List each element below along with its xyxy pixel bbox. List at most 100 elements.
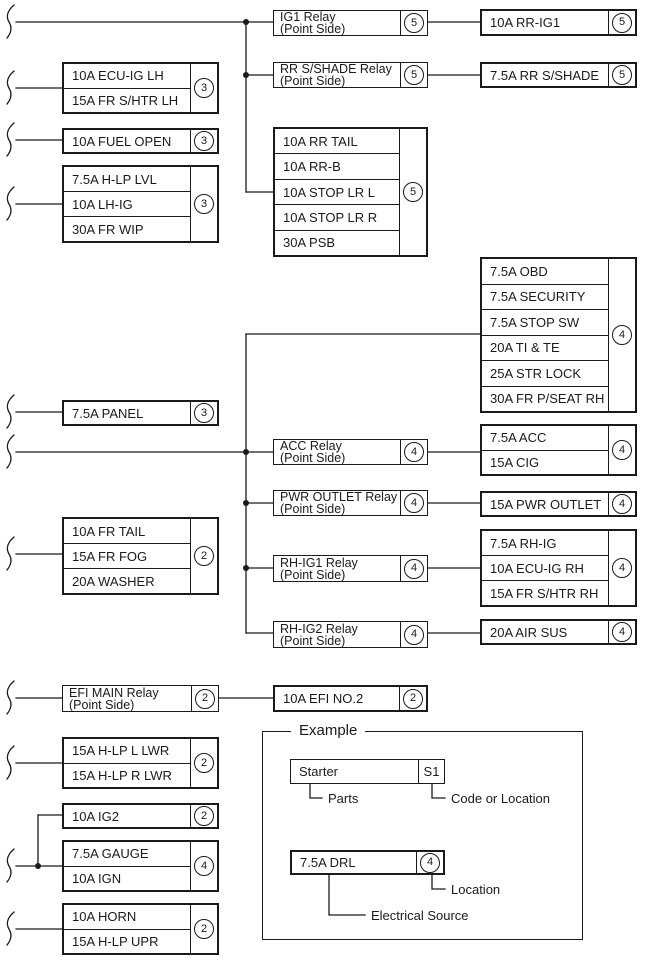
fuse-box-gauge-block: 7.5A GAUGE 10A IGN 4 [62, 840, 219, 892]
location-badge: 5 [404, 13, 424, 33]
junction-dot [243, 449, 249, 455]
fuse-label: 7.5A SECURITY [482, 285, 608, 310]
fuse-rows: 7.5A GAUGE 10A IGN [64, 842, 190, 890]
location-column: 4 [400, 556, 427, 581]
fuse-rows: 7.5A OBD 7.5A SECURITY 7.5A STOP SW 20A … [482, 259, 608, 411]
junction-dot [243, 565, 249, 571]
location-badge: 2 [195, 688, 215, 709]
junction-dot [35, 863, 41, 869]
fuse-label: 7.5A ACC [482, 426, 608, 451]
relay-box-ig1: IG1 Relay (Point Side) 5 [273, 10, 428, 36]
relay-side: (Point Side) [69, 697, 135, 712]
power-feed-squiggle-icon [6, 434, 15, 469]
fuse-rows: 10A EFI NO.2 [275, 687, 399, 710]
relay-box-rh-ig2: RH-IG2 Relay (Point Side) 4 [273, 621, 428, 648]
location-column: 3 [190, 64, 217, 112]
location-column: 5 [608, 64, 635, 86]
location-column: 4 [400, 440, 427, 464]
location-column: 2 [190, 739, 217, 787]
power-feed-squiggle-icon [6, 848, 15, 883]
junction-dot [243, 72, 249, 78]
relay-box-pwr-outlet: PWR OUTLET Relay (Point Side) 4 [273, 490, 428, 516]
location-column: 4 [416, 852, 443, 873]
fuse-box-acc-cig: 7.5A ACC 15A CIG 4 [480, 424, 637, 476]
fuse-label: 7.5A STOP SW [482, 310, 608, 336]
fuse-rows: 20A AIR SUS [482, 621, 608, 643]
fuse-label: 15A FR S/HTR LH [72, 92, 179, 108]
location-badge: 4 [404, 624, 424, 645]
location-column: 4 [608, 621, 635, 643]
example-part-label: Starter [299, 764, 339, 779]
fuse-label: 30A PSB [283, 235, 336, 251]
fuse-box-efi-no2: 10A EFI NO.2 2 [273, 685, 428, 712]
fuse-box-horn-block: 10A HORN 15A H-LP UPR 2 [62, 903, 219, 955]
fuse-label: 7.5A RR S/SHADE [490, 67, 600, 83]
fuse-box-rh-ig-block: 7.5A RH-IG 10A ECU-IG RH 15A FR S/HTR RH… [480, 529, 637, 607]
location-column: 4 [608, 259, 635, 411]
fuse-rows: 7.5A RH-IG 10A ECU-IG RH 15A FR S/HTR RH [482, 531, 608, 605]
fuse-box-ig2: 10A IG2 2 [62, 803, 219, 829]
fuse-box-pwr-outlet: 15A PWR OUTLET 4 [480, 491, 637, 517]
relay-label: RH-IG2 Relay (Point Side) [274, 622, 400, 647]
location-badge: 5 [612, 65, 632, 85]
relay-label: PWR OUTLET Relay (Point Side) [274, 491, 400, 516]
relay-box-efi-main: EFI MAIN Relay (Point Side) 2 [62, 685, 219, 712]
location-badge: 2 [403, 688, 423, 709]
fuse-label: 7.5A PANEL [72, 405, 144, 421]
relay-side: (Point Side) [280, 22, 346, 36]
example-parts-caption: Parts [328, 791, 359, 806]
fuse-label: 20A AIR SUS [490, 624, 568, 640]
fuse-box-fuel-open: 10A FUEL OPEN 3 [62, 128, 219, 154]
location-badge: 4 [612, 440, 632, 460]
relay-label: EFI MAIN Relay (Point Side) [63, 686, 191, 711]
location-column: 5 [400, 63, 427, 87]
relay-name: EFI MAIN Relay [69, 685, 159, 700]
fuse-label: 10A IGN [72, 870, 122, 886]
location-badge: 3 [194, 194, 214, 214]
fuse-box-air-sus: 20A AIR SUS 4 [480, 619, 637, 645]
fuse-label: 10A HORN [64, 905, 190, 930]
example-source-label: 7.5A DRL [300, 855, 356, 870]
power-feed-squiggle-icon [6, 70, 15, 105]
location-column: 3 [190, 167, 217, 241]
fuse-label: 30A FR WIP [72, 221, 144, 237]
fuse-rows: 10A FUEL OPEN [64, 130, 190, 152]
location-column: 3 [190, 402, 217, 424]
fuse-label: 10A FUEL OPEN [72, 133, 172, 149]
fuse-box-hlp-lvl-block: 7.5A H-LP LVL 10A LH-IG 30A FR WIP 3 [62, 165, 219, 243]
fuse-label: 10A FR TAIL [64, 519, 190, 544]
fuse-label: 7.5A OBD [482, 259, 608, 285]
fuse-label: 7.5A RH-IG [482, 531, 608, 556]
location-column: 5 [399, 129, 426, 255]
location-column: 4 [400, 622, 427, 647]
power-feed-squiggle-icon [6, 122, 15, 157]
fuse-box-rr-ig1: 10A RR-IG1 5 [480, 9, 637, 36]
fuse-box-panel: 7.5A PANEL 3 [62, 400, 219, 426]
fuse-label: 10A RR-B [275, 154, 399, 180]
fuse-label: 20A TI & TE [482, 336, 608, 361]
fuse-box-ecu-ig-lh: 10A ECU-IG LH 15A FR S/HTR LH 3 [62, 62, 219, 114]
location-badge: 4 [612, 558, 632, 578]
location-column: 4 [190, 842, 217, 890]
fuse-label: 10A IG2 [72, 808, 119, 824]
fuse-box-hlp-lwr-block: 15A H-LP L LWR 15A H-LP R LWR 2 [62, 737, 219, 789]
location-badge: 4 [404, 558, 424, 579]
location-badge: 3 [194, 78, 214, 98]
location-column: 2 [190, 905, 217, 953]
relay-name: RH-IG1 Relay [280, 555, 358, 570]
fuse-rows: 10A HORN 15A H-LP UPR [64, 905, 190, 953]
location-badge: 2 [194, 806, 214, 826]
power-feed-squiggle-icon [6, 536, 15, 571]
location-column: 4 [400, 491, 427, 515]
power-feed-squiggle-icon [6, 911, 15, 946]
fuse-label: 10A ECU-IG LH [64, 64, 190, 89]
fuse-rows: 7.5A ACC 15A CIG [482, 426, 608, 474]
junction-dot [243, 19, 249, 25]
fuse-label: 15A FR S/HTR RH [490, 585, 599, 601]
power-feed-squiggle-icon [6, 745, 15, 780]
relay-name: IG1 Relay [280, 10, 336, 24]
relay-box-rh-ig1: RH-IG1 Relay (Point Side) 4 [273, 555, 428, 582]
fuse-label: 15A H-LP R LWR [72, 767, 172, 783]
fuse-box-rr-sshade: 7.5A RR S/SHADE 5 [480, 62, 637, 88]
